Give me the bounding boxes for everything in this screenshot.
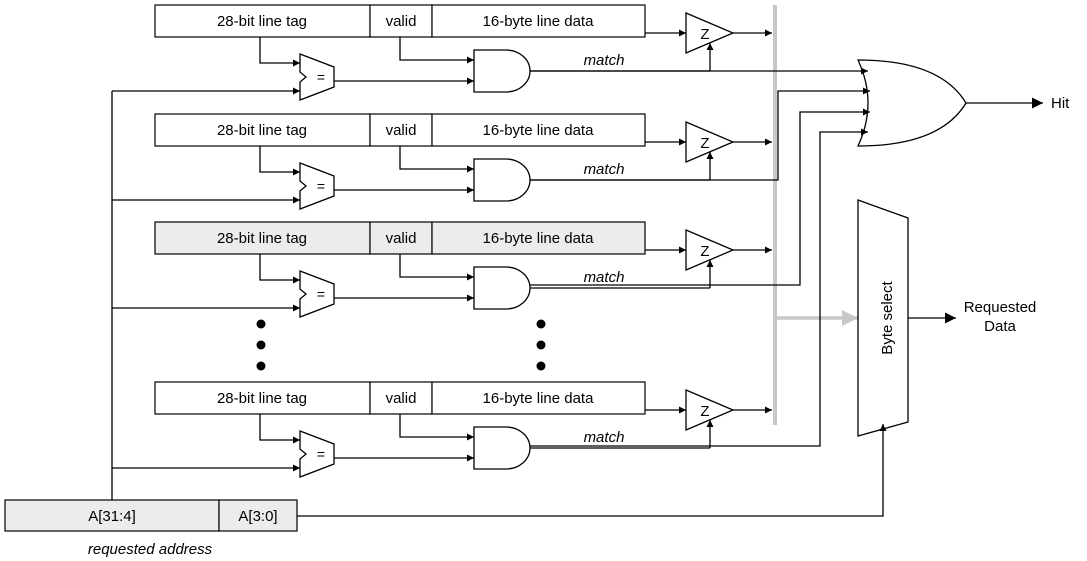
match-label: match xyxy=(584,161,625,178)
tag-label: 28-bit line tag xyxy=(217,390,307,407)
data-field xyxy=(431,4,646,38)
tag-label: 28-bit line tag xyxy=(217,13,307,30)
tristate-symbol: Z xyxy=(700,403,709,420)
match-label: match xyxy=(584,269,625,286)
valid-to-and-wire xyxy=(399,37,474,64)
byte-select-mux xyxy=(857,199,909,437)
comparator-symbol: = xyxy=(317,286,325,302)
valid-label: valid xyxy=(386,230,417,247)
tag-to-comparator-wire xyxy=(259,254,300,284)
tag-to-comparator-wire xyxy=(259,37,300,67)
comparator-symbol: = xyxy=(317,178,325,194)
requested-data-label-line1: Requested xyxy=(964,299,1037,316)
valid-label: valid xyxy=(386,122,417,139)
and-gate xyxy=(473,158,531,202)
address-low-label: A[3:0] xyxy=(238,508,277,525)
and-gate xyxy=(473,266,531,310)
match-label: match xyxy=(584,429,625,446)
data-field xyxy=(431,113,646,147)
data-label: 16-byte line data xyxy=(483,390,595,407)
data-field xyxy=(431,221,646,255)
comparator-symbol: = xyxy=(317,69,325,85)
data-label: 16-byte line data xyxy=(483,13,595,30)
ellipsis-dots-left xyxy=(256,319,266,371)
tristate-symbol: Z xyxy=(700,243,709,260)
valid-label: valid xyxy=(386,13,417,30)
ellipsis-dots-right xyxy=(536,319,546,371)
tag-field xyxy=(154,4,371,38)
address-low-field xyxy=(218,499,298,532)
tag-field xyxy=(154,221,371,255)
requested-address-caption: requested address xyxy=(88,541,213,558)
valid-field xyxy=(369,4,433,38)
valid-field xyxy=(369,381,433,415)
data-label: 16-byte line data xyxy=(483,230,595,247)
hit-label: Hit xyxy=(1051,95,1070,112)
match-wire-2 xyxy=(530,87,870,181)
match-wire-3 xyxy=(530,108,870,286)
comparator-symbol: = xyxy=(317,446,325,462)
tag-field xyxy=(154,113,371,147)
valid-to-and-wire xyxy=(399,414,474,441)
tag-label: 28-bit line tag xyxy=(217,122,307,139)
valid-to-and-wire xyxy=(399,146,474,173)
match-wire-4 xyxy=(530,128,868,447)
valid-field xyxy=(369,113,433,147)
valid-to-and-wire xyxy=(399,254,474,281)
address-high-label: A[31:4] xyxy=(88,508,136,525)
tag-to-comparator-wire xyxy=(259,146,300,176)
tag-to-comparator-wire xyxy=(259,414,300,444)
or-gate xyxy=(856,59,967,147)
requested-data-label-line2: Data xyxy=(984,318,1016,335)
data-label: 16-byte line data xyxy=(483,122,595,139)
and-gate xyxy=(473,426,531,470)
tristate-symbol: Z xyxy=(700,26,709,43)
match-label: match xyxy=(584,52,625,69)
valid-field xyxy=(369,221,433,255)
address-offset-wire xyxy=(297,424,887,517)
byte-select-label: Byte select xyxy=(879,280,896,354)
tristate-symbol: Z xyxy=(700,135,709,152)
tag-label: 28-bit line tag xyxy=(217,230,307,247)
data-field xyxy=(431,381,646,415)
and-gate xyxy=(473,49,531,93)
valid-label: valid xyxy=(386,390,417,407)
